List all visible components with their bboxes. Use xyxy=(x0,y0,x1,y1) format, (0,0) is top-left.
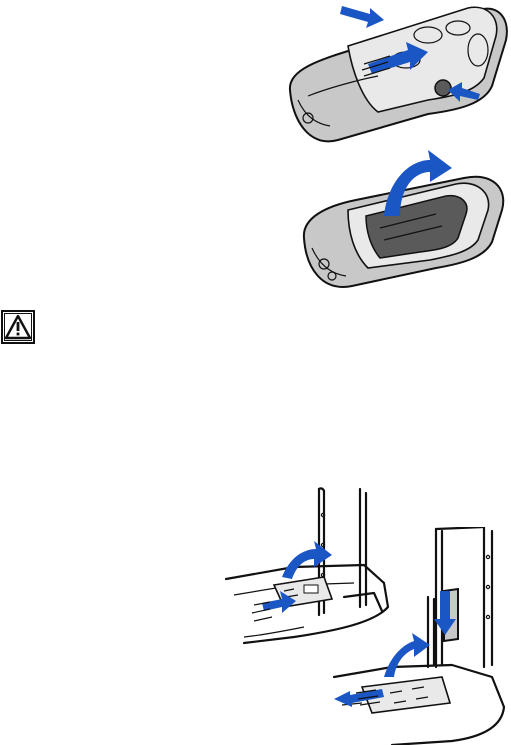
figure-insert-sim-card xyxy=(332,527,511,745)
figure-remove-back-cover xyxy=(278,0,511,148)
arrow-icon xyxy=(340,6,384,28)
arrow-icon xyxy=(384,633,430,677)
warning-icon xyxy=(1,310,35,344)
figure-lift-battery xyxy=(296,150,511,292)
